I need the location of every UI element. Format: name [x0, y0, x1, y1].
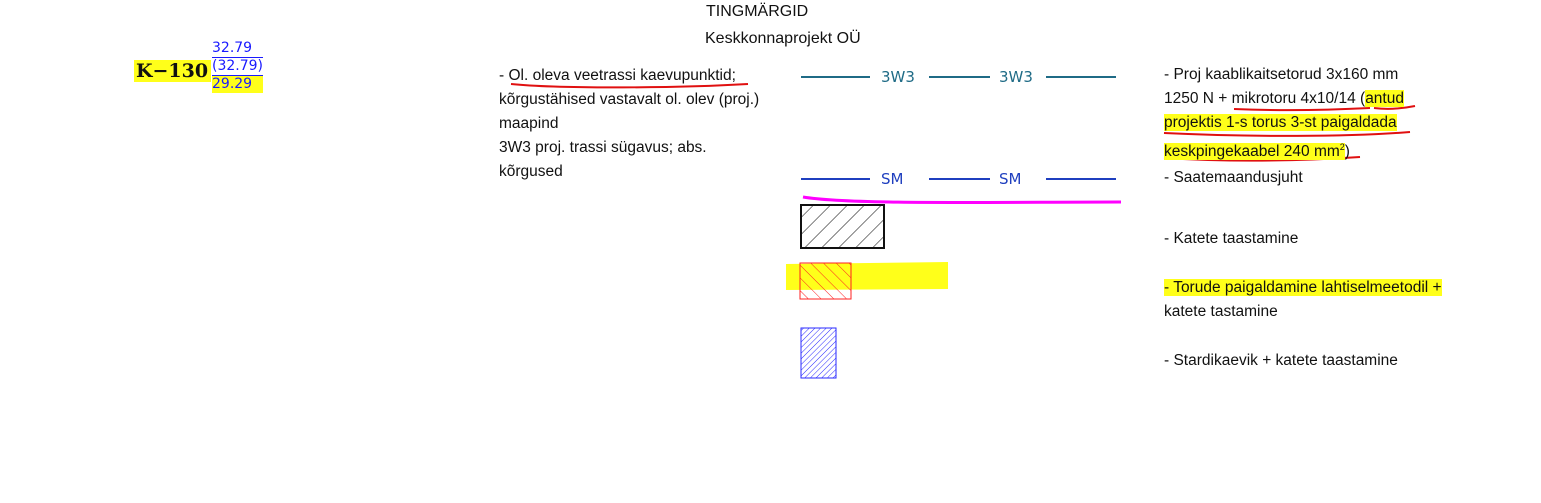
- cable-pipes-line4a: keskpingekaabel 240 mm: [1164, 143, 1340, 161]
- well-desc-line1: - Ol. oleva veetrassi kaevupunktid;: [499, 67, 736, 84]
- cable-pipes-line1: - Proj kaablikaitsetorud 3x160 mm: [1164, 66, 1399, 83]
- level-depth: 29.29: [212, 76, 264, 93]
- legend-item-open-trench: - Torude paigaldamine lahtiselmeetodil +…: [1164, 276, 1442, 324]
- legend-subtitle: Keskkonnaprojekt OÜ: [705, 30, 861, 47]
- open-trench-line1: - Torude paigaldamine lahtiselmeetodil +: [1164, 279, 1442, 296]
- well-desc-line3: maapind: [499, 115, 559, 132]
- cable-pipes-line4b: ): [1344, 143, 1350, 161]
- cable-pipes-line2b: antud: [1365, 90, 1404, 107]
- legend-item-start-pit: - Stardikaevik + katete taastamine: [1164, 352, 1398, 369]
- red-underline-mikrotoru: [1233, 107, 1371, 112]
- hatch-blue-box: [800, 327, 837, 379]
- open-trench-line2: katete tastamine: [1164, 303, 1278, 320]
- well-description: - Ol. oleva veetrassi kaevupunktid; kõrg…: [499, 64, 759, 184]
- cable-pipes-line2a: 1250 N + mikrotoru 4x10/14 (: [1164, 90, 1366, 107]
- red-underline-antud: [1373, 105, 1416, 110]
- red-underline-projektis: [1163, 131, 1411, 137]
- cable-pipes-line4: keskpingekaabel 240 mm2: [1164, 142, 1345, 161]
- level-existing: 32.79: [212, 40, 253, 56]
- red-underline-well: [510, 83, 749, 89]
- label-3w3-a: 3W3: [881, 68, 915, 86]
- legend-item-grounding: - Saatemaandusjuht: [1164, 169, 1303, 186]
- well-desc-line2: kõrgustähised vastavalt ol. olev (proj.): [499, 91, 760, 108]
- legend-item-cable-pipes: - Proj kaablikaitsetorud 3x160 mm 1250 N…: [1164, 63, 1404, 164]
- well-point-code: K−130: [134, 60, 212, 82]
- level-project: (32.79): [212, 57, 264, 76]
- cable-pipes-line3: projektis 1-s torus 3-st paigaldada: [1164, 114, 1397, 131]
- cable-pipes-line4sup: 2: [1339, 142, 1345, 152]
- legend-item-surface-restore: - Katete taastamine: [1164, 230, 1299, 247]
- well-desc-line5: kõrgused: [499, 163, 563, 180]
- legend-title: TINGMÄRGID: [706, 3, 809, 20]
- label-3w3-b: 3W3: [999, 68, 1033, 86]
- cable-pipes-line2: 1250 N + mikrotoru 4x10/14 (antud: [1164, 87, 1404, 111]
- well-levels: 32.79 (32.79) 29.29: [212, 40, 264, 93]
- well-desc-line4: 3W3 proj. trassi sügavus; abs.: [499, 139, 707, 156]
- magenta-underline-sm: [802, 195, 1122, 205]
- hatch-black-box: [800, 204, 885, 249]
- hatch-red-box: [799, 262, 852, 300]
- label-sm-a: SM: [881, 170, 904, 188]
- label-sm-b: SM: [999, 170, 1022, 188]
